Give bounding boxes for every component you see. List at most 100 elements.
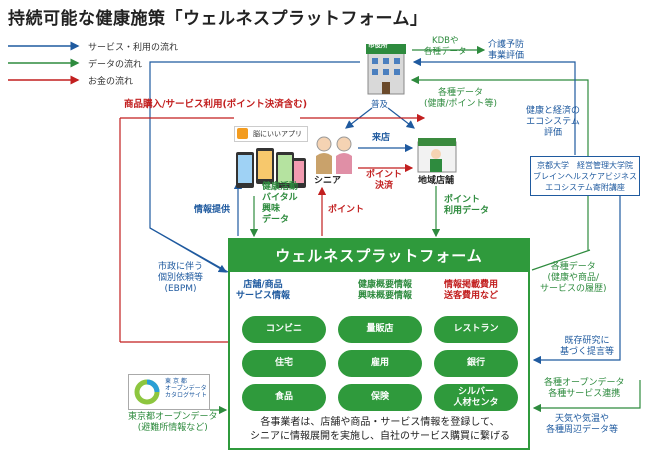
open-data-line: 各種サービス連携 <box>548 389 621 399</box>
tokyo-caption: 東京都オープンデータ(避難所情報など) <box>128 412 217 434</box>
category-convenience: コンビニ <box>242 316 326 343</box>
flow-right-label: 情報掲載費用送客費用など <box>444 280 498 302</box>
open-data-line: 各種オープンデータ <box>544 378 625 388</box>
purchase-data-line: (健康や商品/ <box>547 273 600 283</box>
silver-line: シルバー <box>457 387 494 397</box>
ecosystem-line: エコシステム <box>526 117 580 127</box>
open-data-line <box>532 380 641 413</box>
legend-data: データの流れ <box>88 60 143 70</box>
tokyo-logo-text: 東 京 都 オープンデータ カタログサイト <box>165 378 207 399</box>
brain-app-icon <box>237 128 248 139</box>
various-data-purchase-label: 各種データ(健康や商品/サービスの履歴) <box>540 262 607 295</box>
flow-mid-label: 健康概要情報興味概要情報 <box>358 280 412 302</box>
point-usage-label: ポイント利用データ <box>444 195 489 217</box>
health-data-line: バイタル <box>262 193 298 203</box>
info-provide-label: 情報提供 <box>194 205 231 215</box>
wellness-platform: ウェルネスプラットフォーム 店舗/商品サービス情報 健康概要情報興味概要情報 情… <box>228 238 530 450</box>
tokyo-char: 東 <box>165 378 172 385</box>
point-settle-line: ポイント <box>366 170 403 180</box>
purchase-data-line: サービスの履歴) <box>540 284 607 294</box>
kdb-line: KDBや <box>432 36 459 46</box>
category-insurance: 保険 <box>338 384 422 411</box>
city-hall-icon <box>366 44 406 95</box>
kdb-line: 各種データ <box>424 47 467 57</box>
health-data-line: データ <box>262 215 290 225</box>
tokyo-open-data-logo: 東 京 都 オープンデータ カタログサイト <box>128 374 210 410</box>
city-request-label: 市政に伴う個別依頼等(EBPM) <box>158 262 203 295</box>
various-data-health-label: 各種データ(健康/ポイント等) <box>424 88 497 110</box>
proposal-line: 基づく提言等 <box>560 347 615 357</box>
flow-mid-line: 健康概要情報 <box>358 280 413 290</box>
category-restaurant: レストラン <box>434 316 518 343</box>
app-banner: 脳にいいアプリ <box>234 126 308 142</box>
store-icon <box>417 138 457 173</box>
point-settle-line: 決済 <box>375 181 394 191</box>
page-title: 持続可能な健康施策「ウェルネスプラットフォーム」 <box>8 9 428 29</box>
senior-couple-icon <box>316 136 352 174</box>
research-proposal-label: 既存研究に基づく提言等 <box>560 336 614 358</box>
point-label: ポイント <box>328 205 365 215</box>
legend-arrows <box>8 41 80 85</box>
ring-logo-icon <box>134 379 160 405</box>
spread-label: 普及 <box>371 100 389 110</box>
health-data-line: 興味 <box>262 204 281 214</box>
platform-description: 各事業者は、店舗や商品・サービス情報を登録して、シニアに情報展開を実施し、自社の… <box>234 416 526 444</box>
legend-money: お金の流れ <box>88 77 134 87</box>
kyoto-line: ブレインヘルスケアビジネス <box>533 172 637 181</box>
weather-label: 天気や気温や各種周辺データ等 <box>546 414 618 436</box>
flow-mid-line: 興味概要情報 <box>358 291 413 301</box>
city-request-line: 個別依頼等 <box>158 273 204 283</box>
purchase-data-line: 各種データ <box>550 262 596 272</box>
proposal-line: 既存研究に <box>564 336 610 346</box>
category-housing: 住宅 <box>242 350 326 377</box>
flow-left-line: サービス情報 <box>236 291 291 301</box>
category-silver-center: シルバー人材センタ <box>434 384 518 411</box>
purchase-history-line <box>531 249 591 271</box>
city-request-line: 市政に伴う <box>158 262 204 272</box>
category-bank: 銀行 <box>434 350 518 377</box>
tokyo-line: カタログサイト <box>165 392 208 399</box>
ecosystem-eval-line <box>412 57 576 155</box>
purchase-label: 商品購入/サービス利用(ポイント決済含む) <box>124 99 308 110</box>
ecosystem-line: 健康と経済の <box>526 106 581 116</box>
city-request-line: (EBPM) <box>164 284 197 294</box>
tokyo-caption-line: 東京都オープンデータ <box>128 412 218 422</box>
platform-title: ウェルネスプラットフォーム <box>230 240 528 272</box>
tokyo-char: 京 <box>172 378 179 385</box>
city-hall-sign: 市役所 <box>368 41 388 49</box>
visit-label: 来店 <box>372 133 391 143</box>
smartphones-icon <box>236 148 306 188</box>
tokyo-line: オープンデータ <box>165 385 207 392</box>
health-data-label: 健康活動バイタル興味データ <box>262 182 298 226</box>
kdb-label: KDBや各種データ <box>424 36 467 58</box>
care-eval-line: 介護予防 <box>488 40 525 50</box>
ecosystem-line: 評価 <box>544 128 563 138</box>
point-usage-line: 利用データ <box>444 206 490 216</box>
category-mass-retailer: 量販店 <box>338 316 422 343</box>
kyoto-univ-box: 京都大学 経営管理大学院 ブレインヘルスケアビジネス エコシステム寄附講座 <box>530 156 640 196</box>
tokyo-caption-line: (避難所情報など) <box>137 423 208 433</box>
health-data-line: 健康活動 <box>262 182 299 192</box>
tokyo-char: 都 <box>180 378 187 385</box>
kyoto-line: 京都大学 経営管理大学院 <box>537 161 633 170</box>
app-name: 脳にいいアプリ <box>253 130 302 138</box>
flow-left-line: 店舗/商品 <box>243 280 283 290</box>
description-line: 各事業者は、店舗や商品・サービス情報を登録して、 <box>260 417 500 428</box>
point-settle-label: ポイント決済 <box>366 170 402 192</box>
proposal-line <box>532 196 621 365</box>
store-label: 地域店舗 <box>418 176 455 186</box>
care-eval-line: 事業評価 <box>488 51 525 61</box>
category-employment: 雇用 <box>338 350 422 377</box>
various-data-line: (健康/ポイント等) <box>424 99 498 109</box>
weather-line: 各種周辺データ等 <box>546 425 619 435</box>
category-food: 食品 <box>242 384 326 411</box>
senior-label: シニア <box>314 176 342 186</box>
care-eval-label: 介護予防事業評価 <box>488 40 524 62</box>
point-usage-line: ポイント <box>444 195 481 205</box>
kyoto-line: エコシステム寄附講座 <box>545 183 625 192</box>
description-line: シニアに情報展開を実施し、自社のサービス購買に繋げる <box>250 431 510 442</box>
weather-line: 天気や気温や <box>555 414 610 424</box>
legend-service: サービス・利用の流れ <box>88 43 179 53</box>
various-data-line: 各種データ <box>438 88 484 98</box>
open-data-link-label: 各種オープンデータ各種サービス連携 <box>544 378 624 400</box>
